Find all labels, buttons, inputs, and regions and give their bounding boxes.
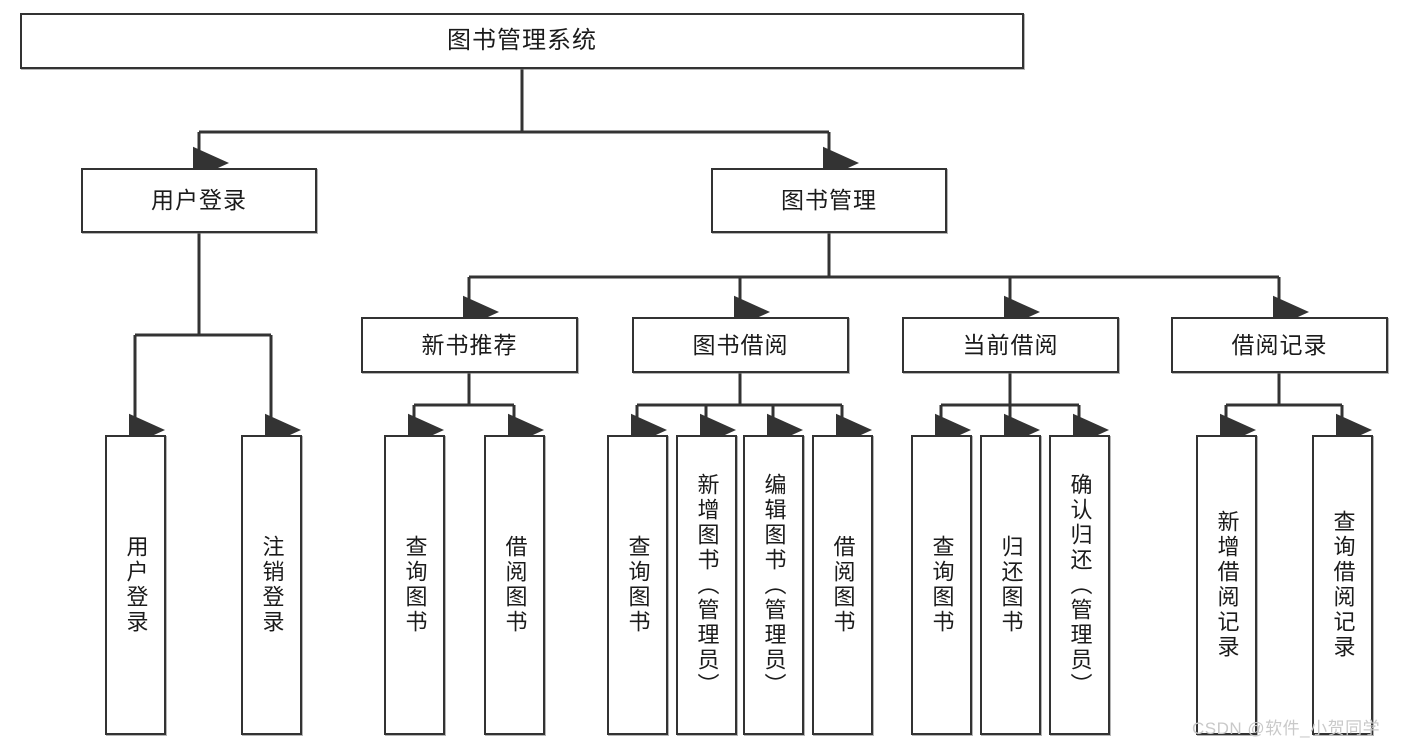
- node-label: 用户登录: [151, 187, 247, 214]
- node-borrow-record[interactable]: 借阅记录: [1171, 317, 1388, 373]
- node-label: 新增图书（管理员）: [694, 472, 720, 698]
- node-label: 当前借阅: [962, 331, 1059, 358]
- node-label: 借阅图书: [502, 535, 528, 635]
- leaf-borrow-book-recommend[interactable]: 借阅图书: [484, 435, 545, 735]
- node-label: 查询借阅记录: [1330, 510, 1356, 660]
- node-book-management[interactable]: 图书管理: [711, 168, 947, 233]
- node-book-borrow[interactable]: 图书借阅: [632, 317, 849, 373]
- node-label: 注销登录: [259, 535, 285, 635]
- leaf-user-login[interactable]: 用户登录: [105, 435, 166, 735]
- leaf-edit-book-admin[interactable]: 编辑图书（管理员）: [743, 435, 804, 735]
- node-label: 新书推荐: [421, 331, 518, 358]
- node-root-book-management-system[interactable]: 图书管理系统: [20, 13, 1024, 69]
- node-label: 归还图书: [998, 535, 1024, 635]
- leaf-add-book-admin[interactable]: 新增图书（管理员）: [676, 435, 737, 735]
- node-label: 图书管理: [781, 187, 877, 214]
- leaf-add-borrow-record[interactable]: 新增借阅记录: [1196, 435, 1257, 735]
- leaf-query-book-borrow[interactable]: 查询图书: [607, 435, 668, 735]
- leaf-confirm-return-admin[interactable]: 确认归还（管理员）: [1049, 435, 1110, 735]
- node-label: 查询图书: [625, 535, 651, 635]
- leaf-user-logout[interactable]: 注销登录: [241, 435, 302, 735]
- node-label: 新增借阅记录: [1214, 510, 1240, 660]
- node-label: 查询图书: [929, 535, 955, 635]
- leaf-borrow-book[interactable]: 借阅图书: [812, 435, 873, 735]
- leaf-query-book-recommend[interactable]: 查询图书: [384, 435, 445, 735]
- node-label: 查询图书: [402, 535, 428, 635]
- node-label: 图书借阅: [692, 331, 789, 358]
- node-user-login[interactable]: 用户登录: [81, 168, 317, 233]
- node-label: 图书管理系统: [447, 27, 597, 55]
- node-current-borrow[interactable]: 当前借阅: [902, 317, 1119, 373]
- node-new-book-recommend[interactable]: 新书推荐: [361, 317, 578, 373]
- leaf-return-book[interactable]: 归还图书: [980, 435, 1041, 735]
- node-label: 用户登录: [123, 535, 149, 635]
- node-label: 借阅图书: [830, 535, 856, 635]
- leaf-query-book-current[interactable]: 查询图书: [911, 435, 972, 735]
- node-label: 确认归还（管理员）: [1067, 472, 1093, 698]
- leaf-query-borrow-record[interactable]: 查询借阅记录: [1312, 435, 1373, 735]
- node-label: 借阅记录: [1231, 331, 1328, 358]
- node-label: 编辑图书（管理员）: [761, 472, 787, 698]
